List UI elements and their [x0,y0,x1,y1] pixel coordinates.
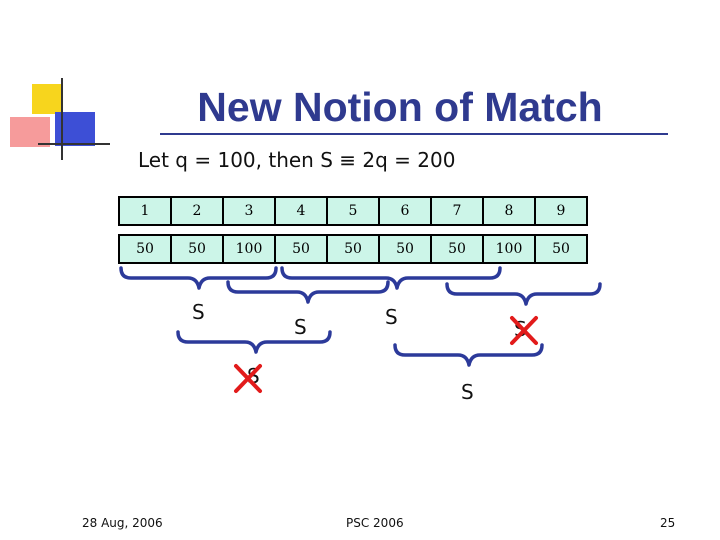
brace-cells-1-2 [119,266,278,290]
values-row: 50 50 100 50 50 50 50 100 50 [118,234,588,264]
value-table: 1 2 3 4 5 6 7 8 9 50 50 100 50 50 50 50 … [118,196,588,264]
value-cell: 50 [170,234,224,264]
value-cell: 50 [430,234,484,264]
value-cell: 50 [274,234,328,264]
match-label: S [461,380,474,404]
position-cell: 1 [118,196,172,226]
brace-lower-left [176,330,332,354]
position-cell: 8 [482,196,536,226]
value-cell: 50 [378,234,432,264]
position-cell: 3 [222,196,276,226]
logo-red-square [10,117,50,147]
match-label: S [294,315,307,339]
slide-title: New Notion of Match [197,84,603,130]
brace-lower-right [393,343,544,367]
cross-icon [510,316,538,345]
position-cell: 7 [430,196,484,226]
value-cell: 50 [326,234,380,264]
value-cell: 100 [482,234,536,264]
position-cell: 6 [378,196,432,226]
corner-logo [10,78,110,160]
page-number: 25 [660,516,676,530]
positions-row: 1 2 3 4 5 6 7 8 9 [118,196,588,226]
value-cell: 50 [534,234,588,264]
match-label: S [385,305,398,329]
slide-subtitle: Let q = 100, then S ≡ 2q = 200 [138,148,456,172]
brace-cells-3-5 [226,280,390,304]
position-cell: 5 [326,196,380,226]
value-cell: 100 [222,234,276,264]
footer-conference: PSC 2006 [346,516,404,530]
title-underline [160,133,668,135]
cross-icon [234,364,262,393]
match-label: S [192,300,205,324]
value-cell: 50 [118,234,172,264]
brace-cells-7-9 [445,282,602,306]
position-cell: 4 [274,196,328,226]
position-cell: 2 [170,196,224,226]
brace-cells-4-7 [280,266,502,290]
footer-date: 28 Aug, 2006 [82,516,163,530]
position-cell: 9 [534,196,588,226]
logo-yellow-square [32,84,62,114]
